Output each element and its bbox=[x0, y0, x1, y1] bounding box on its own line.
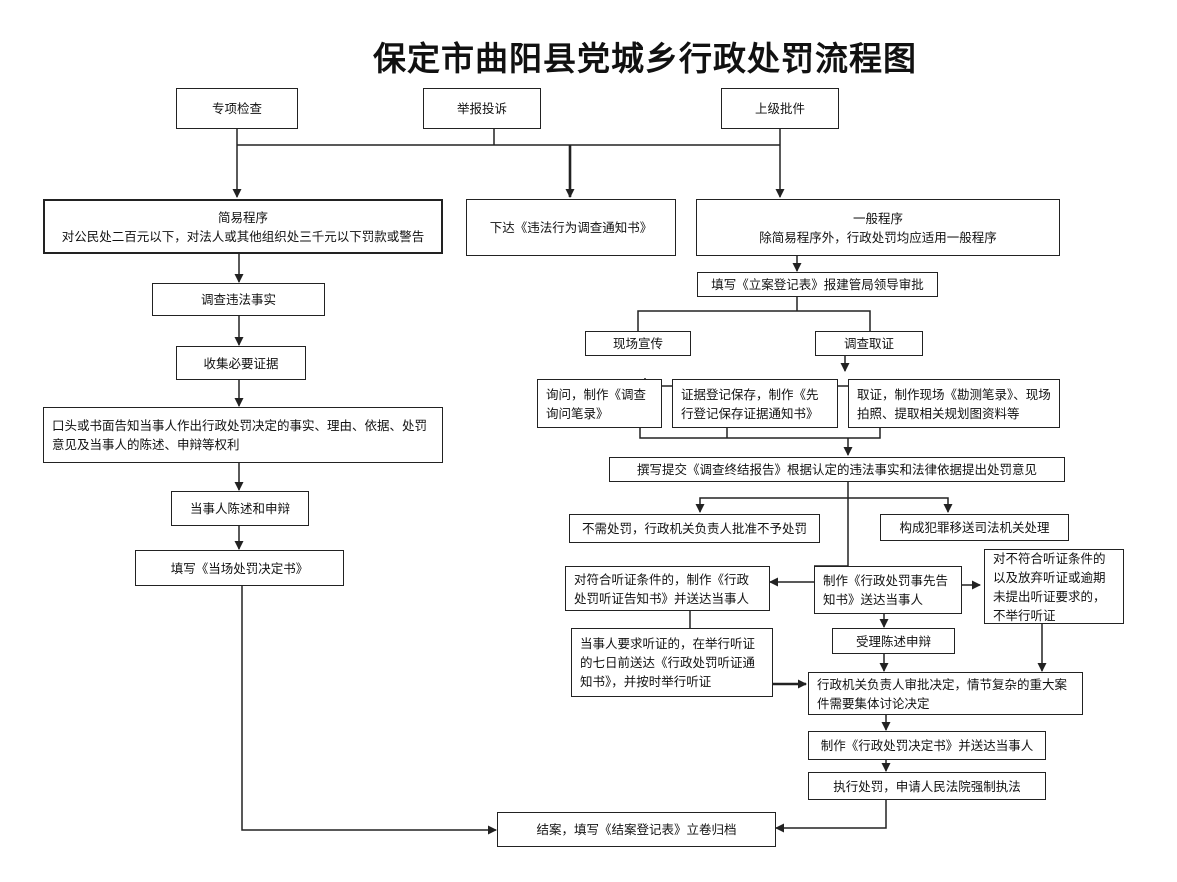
source-special-inspection: 专项检查 bbox=[176, 88, 298, 129]
case-register-box: 填写《立案登记表》报建管局领导审批 bbox=[697, 272, 938, 297]
source-superior-document: 上级批件 bbox=[721, 88, 839, 129]
simple-procedure-heading: 简易程序 bbox=[217, 209, 268, 225]
step-collect-evidence: 收集必要证据 bbox=[176, 346, 306, 380]
accept-statement-box: 受理陈述申辩 bbox=[832, 628, 955, 654]
connector bbox=[236, 129, 781, 146]
investigate-evidence-box: 调查取证 bbox=[815, 331, 923, 356]
hearing-notice-label: 对符合听证条件的，制作《行政处罚听证告知书》并送达当事人 bbox=[574, 571, 750, 606]
step-label: 口头或书面告知当事人作出行政处罚决定的事实、理由、依据、处罚意见及当事人的陈述、… bbox=[52, 418, 428, 452]
evidence-onsite-survey-box: 取证，制作现场《勘测笔录》、现场拍照、提取相关规划图资料等 bbox=[848, 379, 1060, 428]
step-inform-party: 口头或书面告知当事人作出行政处罚决定的事实、理由、依据、处罚意见及当事人的陈述、… bbox=[43, 407, 443, 463]
penalty-decision-box: 制作《行政处罚决定书》并送达当事人 bbox=[808, 731, 1046, 760]
source-label: 专项检查 bbox=[211, 101, 262, 116]
hearing-notice-box: 对符合听证条件的，制作《行政处罚听证告知书》并送达当事人 bbox=[565, 566, 770, 611]
hearing-request-box: 当事人要求听证的，在举行听证的七日前送达《行政处罚听证通知书》，并按时举行听证 bbox=[571, 628, 773, 697]
step-investigate-facts: 调查违法事实 bbox=[152, 283, 325, 316]
connector bbox=[695, 497, 848, 513]
accept-statement-label: 受理陈述申辩 bbox=[855, 633, 931, 649]
source-label: 举报投诉 bbox=[456, 101, 507, 116]
final-report-box: 撰写提交《调查终结报告》根据认定的违法事实和法律依据提出处罚意见 bbox=[609, 457, 1065, 482]
connector bbox=[637, 297, 871, 331]
hearing-request-label: 当事人要求听证的，在举行听证的七日前送达《行政处罚听证通知书》，并按时举行听证 bbox=[580, 636, 756, 689]
step-onsite-decision: 填写《当场处罚决定书》 bbox=[135, 550, 344, 586]
investigation-notice-label: 下达《违法行为调查通知书》 bbox=[489, 220, 653, 235]
approval-decision-label: 行政机关负责人审批决定，情节复杂的重大案件需要集体讨论决定 bbox=[817, 676, 1068, 711]
connector bbox=[639, 428, 881, 455]
step-label: 当事人陈述和申辩 bbox=[189, 501, 290, 516]
enforce-penalty-label: 执行处罚，申请人民法院强制执法 bbox=[833, 778, 1021, 794]
step-party-statement: 当事人陈述和申辩 bbox=[171, 491, 309, 526]
source-report-complaint: 举报投诉 bbox=[423, 88, 541, 129]
no-penalty-box: 不需处罚，行政机关负责人批准不予处罚 bbox=[569, 514, 820, 543]
investigate-evidence-label: 调查取证 bbox=[843, 336, 894, 351]
crime-transfer-box: 构成犯罪移送司法机关处理 bbox=[880, 514, 1069, 541]
source-label: 上级批件 bbox=[754, 101, 805, 116]
onsite-publicity-box: 现场宣传 bbox=[585, 331, 691, 356]
case-register-label: 填写《立案登记表》报建管局领导审批 bbox=[711, 277, 924, 292]
general-procedure-heading: 一般程序 bbox=[852, 210, 903, 226]
general-procedure-desc: 除简易程序外，行政处罚均应适用一般程序 bbox=[759, 229, 997, 245]
case-close-label: 结案，填写《结案登记表》立卷归档 bbox=[536, 822, 737, 837]
no-penalty-label: 不需处罚，行政机关负责人批准不予处罚 bbox=[581, 521, 807, 536]
connector bbox=[848, 497, 953, 513]
connector bbox=[241, 586, 497, 835]
connector bbox=[775, 800, 887, 833]
penalty-decision-label: 制作《行政处罚决定书》并送达当事人 bbox=[820, 738, 1034, 753]
final-report-label: 撰写提交《调查终结报告》根据认定的违法事实和法律依据提出处罚意见 bbox=[636, 462, 1037, 477]
crime-transfer-label: 构成犯罪移送司法机关处理 bbox=[899, 520, 1050, 535]
prior-notice-label: 制作《行政处罚事先告知书》送达当事人 bbox=[823, 573, 949, 607]
simple-procedure-desc: 对公民处二百元以下，对法人或其他组织处三千元以下罚款或警告 bbox=[61, 228, 425, 244]
step-label: 收集必要证据 bbox=[203, 355, 279, 371]
approval-decision-box: 行政机关负责人审批决定，情节复杂的重大案件需要集体讨论决定 bbox=[808, 672, 1083, 715]
evidence-preservation-box: 证据登记保存，制作《先行登记保存证据通知书》 bbox=[672, 379, 838, 428]
no-hearing-box: 对不符合听证条件的以及放弃听证或逾期未提出听证要求的，不举行听证 bbox=[984, 549, 1124, 624]
general-procedure-box: 一般程序 除简易程序外，行政处罚均应适用一般程序 bbox=[696, 199, 1060, 256]
prior-notice-box: 制作《行政处罚事先告知书》送达当事人 bbox=[814, 566, 962, 614]
onsite-publicity-label: 现场宣传 bbox=[612, 336, 663, 351]
evidence-label: 取证，制作现场《勘测笔录》、现场拍照、提取相关规划图资料等 bbox=[857, 386, 1051, 421]
no-hearing-label: 对不符合听证条件的以及放弃听证或逾期未提出听证要求的，不举行听证 bbox=[993, 550, 1106, 623]
evidence-label: 证据登记保存，制作《先行登记保存证据通知书》 bbox=[681, 386, 819, 421]
case-close-box: 结案，填写《结案登记表》立卷归档 bbox=[497, 812, 776, 847]
step-label: 填写《当场处罚决定书》 bbox=[170, 560, 309, 576]
investigation-notice-box: 下达《违法行为调查通知书》 bbox=[466, 199, 676, 256]
evidence-label: 询问，制作《调查询问笔录》 bbox=[546, 386, 647, 421]
enforce-penalty-box: 执行处罚，申请人民法院强制执法 bbox=[808, 772, 1046, 800]
simple-procedure-box: 简易程序 对公民处二百元以下，对法人或其他组织处三千元以下罚款或警告 bbox=[43, 199, 443, 254]
evidence-inquiry-box: 询问，制作《调查询问笔录》 bbox=[537, 379, 662, 428]
step-label: 调查违法事实 bbox=[200, 292, 276, 307]
page-title: 保定市曲阳县党城乡行政处罚流程图 bbox=[373, 39, 917, 78]
